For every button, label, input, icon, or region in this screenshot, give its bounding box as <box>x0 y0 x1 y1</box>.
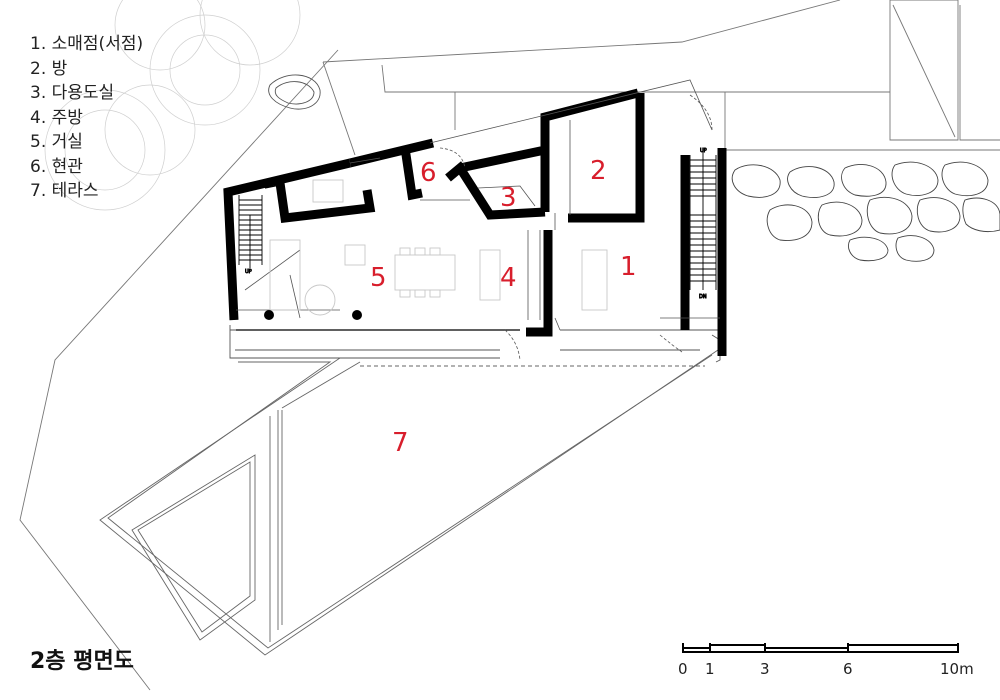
room-label-4: 4 <box>500 263 517 293</box>
stair-right-dn-label: DN <box>699 294 707 300</box>
drawing-title: 2층 평면도 <box>30 649 134 674</box>
legend-item: 7. 테라스 <box>30 181 99 201</box>
site-boundary <box>19 0 1000 691</box>
terrace-outline <box>99 349 719 656</box>
room-label-6: 6 <box>420 158 437 188</box>
scale-tick-label: 3 <box>760 660 770 678</box>
columns <box>264 310 362 320</box>
room-label-7: 7 <box>392 428 409 458</box>
room-legend: 1. 소매점(서점) 2. 방 3. 다용도실 4. 주방 5. 거실 6. 현… <box>30 32 143 204</box>
rock <box>268 74 321 110</box>
scale-tick-label: 10m <box>940 660 974 678</box>
tree-cluster <box>44 0 301 211</box>
walls <box>223 88 727 356</box>
room-label-5: 5 <box>370 263 387 293</box>
scale-tick-label: 1 <box>705 660 715 678</box>
scale-bar <box>682 643 959 653</box>
room-label-2: 2 <box>590 156 607 186</box>
furniture <box>269 179 608 316</box>
scale-tick-label: 6 <box>843 660 853 678</box>
stair-left-up-label: UP <box>245 269 252 275</box>
scale-tick-label: 0 <box>678 660 688 678</box>
room-label-3: 3 <box>500 183 517 213</box>
legend-item: 1. 소매점(서점) <box>30 34 144 54</box>
legend-item: 4. 주방 <box>30 107 83 128</box>
legend-item: 3. 다용도실 <box>30 83 115 103</box>
room-label-1: 1 <box>620 252 637 282</box>
door-swings <box>439 94 713 361</box>
stone-wall <box>731 161 1000 262</box>
legend-item: 5. 거실 <box>30 132 83 152</box>
legend-item: 6. 현관 <box>30 156 83 177</box>
legend-item: 2. 방 <box>30 58 68 79</box>
stair-right: UP DN <box>689 148 717 300</box>
stair-right-up-label: UP <box>700 148 707 154</box>
interior-lines <box>236 79 720 331</box>
window-lines <box>236 101 613 331</box>
stair-left: UP <box>238 195 263 275</box>
